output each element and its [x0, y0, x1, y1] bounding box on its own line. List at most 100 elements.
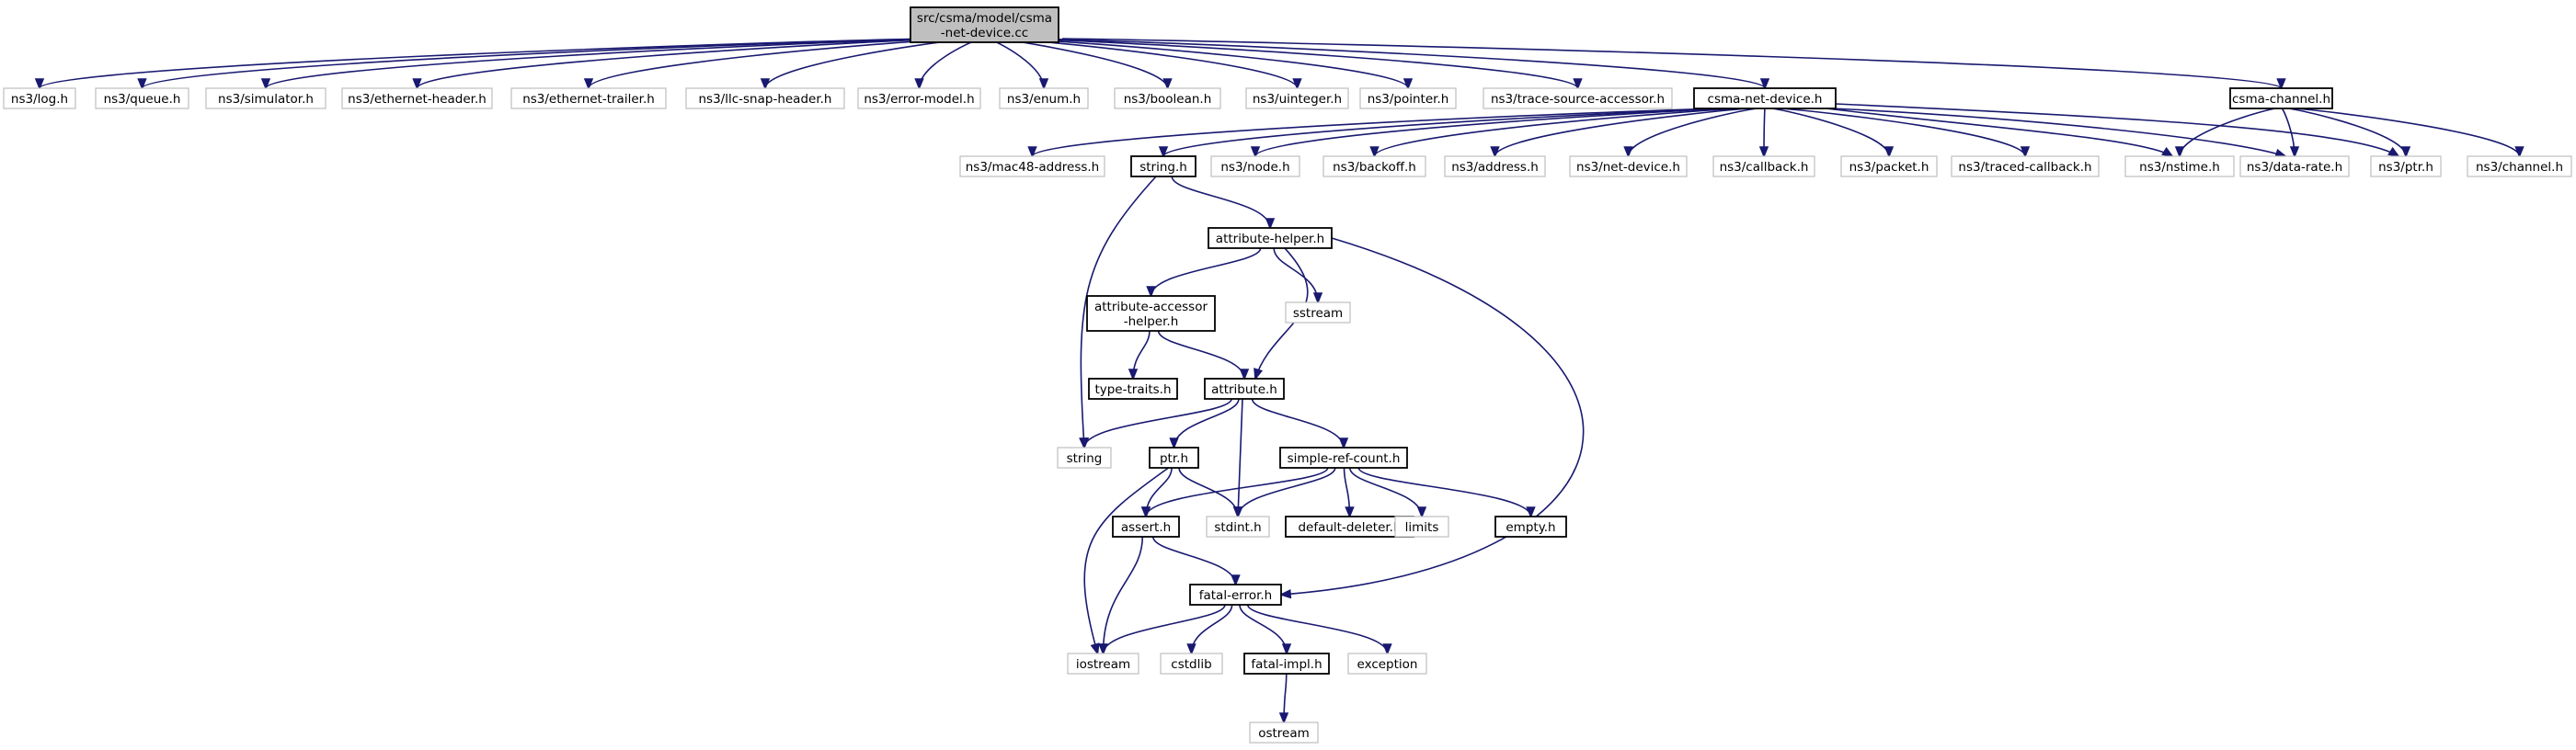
node-csmach[interactable]: csma-channel.h — [2229, 87, 2333, 109]
node-typetraits[interactable]: type-traits.h — [1088, 378, 1178, 400]
node-label: attribute-helper.h — [1216, 232, 1324, 246]
node-label: fatal-impl.h — [1251, 657, 1322, 672]
arrowhead-srefcount-to-assert — [1140, 506, 1151, 519]
node-llc: ns3/llc-snap-header.h — [685, 87, 845, 109]
arrowhead-csmand-to-nstime — [2161, 146, 2174, 158]
edge-csmand-to-mac48 — [1031, 108, 1722, 157]
node-box — [1114, 87, 1221, 109]
edge-attribute-to-srefcount — [1251, 398, 1345, 449]
arrowhead-attribute-to-ptrh — [1169, 438, 1179, 450]
node-nstime: ns3/nstime.h — [2124, 155, 2235, 177]
node-netdev: ns3/net-device.h — [1569, 155, 1688, 177]
node-attribute[interactable]: attribute.h — [1204, 378, 1285, 400]
arrowhead-attraccessor-to-typetraits — [1128, 369, 1139, 381]
node-label: ns3/ethernet-trailer.h — [522, 92, 655, 107]
node-ptrh[interactable]: ptr.h — [1149, 447, 1199, 469]
arrowhead-root-to-csmand — [1759, 78, 1770, 91]
node-box — [3, 87, 76, 109]
edge-ptrh-to-iostream — [1083, 467, 1169, 654]
node-limits: limits — [1394, 516, 1449, 538]
node-box — [1249, 722, 1319, 744]
node-box — [1088, 378, 1178, 400]
node-fatalerror[interactable]: fatal-error.h — [1189, 584, 1282, 606]
node-defdeleter[interactable]: default-deleter.h — [1285, 516, 1414, 538]
nodes-layer: src/csma/model/csma-net-device.ccns3/log… — [3, 6, 2572, 744]
node-box — [1112, 516, 1180, 538]
node-errmodel: ns3/error-model.h — [857, 87, 981, 109]
node-label: string.h — [1139, 160, 1187, 175]
arrowhead-attribute-to-srefcount — [1338, 438, 1349, 450]
arrowhead-csmand-to-packet — [1883, 146, 1895, 159]
edge-fatalerror-to-exception — [1246, 604, 1389, 654]
node-tsa: ns3/trace-source-accessor.h — [1483, 87, 1673, 109]
node-box — [1359, 87, 1457, 109]
node-box — [1693, 87, 1837, 109]
arrowhead-root-to-llc — [760, 78, 771, 91]
arrowhead-attraccessor-to-attribute — [1239, 369, 1250, 381]
node-label: -net-device.cc — [941, 26, 1028, 40]
node-label: ns3/boolean.h — [1124, 92, 1212, 107]
node-box — [857, 87, 981, 109]
edge-assert-to-iostream — [1102, 536, 1144, 654]
node-label: ns3/backoff.h — [1333, 160, 1416, 175]
node-backoff: ns3/backoff.h — [1322, 155, 1426, 177]
edge-csmach-to-ptr3 — [2288, 108, 2407, 157]
node-box — [999, 87, 1089, 109]
node-stringh[interactable]: string.h — [1130, 155, 1196, 177]
node-ethhdr: ns3/ethernet-header.h — [341, 87, 493, 109]
node-packet: ns3/packet.h — [1840, 155, 1938, 177]
arrowhead-assert-to-fatalerror — [1231, 574, 1241, 587]
node-box — [2229, 87, 2333, 109]
node-boolean: ns3/boolean.h — [1114, 87, 1221, 109]
node-iostream: iostream — [1067, 653, 1139, 675]
edge-csmand-to-packet — [1771, 108, 1890, 157]
node-box — [1279, 447, 1408, 469]
node-label: ns3/enum.h — [1007, 92, 1081, 107]
edge-csmach-to-channel — [2295, 108, 2521, 157]
node-box — [205, 87, 326, 109]
node-assert[interactable]: assert.h — [1112, 516, 1180, 538]
arrowhead-attrhelper-to-sstream — [1312, 292, 1323, 305]
edge-stringh-to-attrhelper — [1171, 176, 1271, 229]
arrowhead-srefcount-to-limits — [1416, 506, 1427, 519]
arrowhead-root-to-pointer — [1402, 78, 1414, 91]
node-box — [685, 87, 845, 109]
node-label: string — [1067, 451, 1103, 466]
node-label: attribute-accessor — [1094, 300, 1208, 314]
node-label: stdint.h — [1214, 520, 1261, 535]
node-label: ns3/nstime.h — [2139, 160, 2220, 175]
node-fatalimpl[interactable]: fatal-impl.h — [1243, 653, 1330, 675]
node-label: ptr.h — [1160, 451, 1188, 466]
node-label: ns3/uinteger.h — [1253, 92, 1342, 107]
node-attrhelper[interactable]: attribute-helper.h — [1208, 227, 1333, 249]
edge-fatalerror-to-iostream — [1102, 604, 1226, 654]
node-csmand[interactable]: csma-net-device.h — [1693, 87, 1837, 109]
arrowhead-csmach-to-nstime — [2174, 146, 2185, 159]
edge-ptrh-to-stdint — [1178, 467, 1239, 517]
node-attraccessor[interactable]: attribute-accessor-helper.h — [1086, 295, 1216, 332]
edge-attribute-to-string — [1083, 398, 1232, 449]
arrowhead-root-to-boolean — [1162, 78, 1173, 91]
node-empty[interactable]: empty.h — [1494, 516, 1567, 538]
node-srefcount[interactable]: simple-ref-count.h — [1279, 447, 1408, 469]
edge-root-to-csmach — [1062, 38, 2283, 89]
node-label: attribute.h — [1211, 382, 1277, 397]
arrowhead-csmand-to-node — [1250, 146, 1261, 159]
node-box — [1057, 447, 1112, 469]
node-cstdlib: cstdlib — [1160, 653, 1223, 675]
edge-csmand-to-backoff — [1373, 108, 1742, 157]
node-box — [1208, 227, 1333, 249]
node-box — [1394, 516, 1449, 538]
arrowhead-attrhelper-to-fatalerror — [1278, 589, 1292, 599]
node-label: ns3/queue.h — [104, 92, 181, 107]
arrowhead-fatalerror-to-fatalimpl — [1281, 643, 1292, 656]
edge-root-to-queue — [141, 38, 934, 89]
node-pointer: ns3/pointer.h — [1359, 87, 1457, 109]
arrowhead-csmand-to-tracedcb — [2020, 146, 2031, 159]
node-root[interactable]: src/csma/model/csma-net-device.cc — [910, 6, 1059, 43]
node-box — [1160, 653, 1223, 675]
edge-srefcount-to-stdint — [1237, 467, 1336, 517]
edge-csmand-to-address — [1494, 108, 1749, 157]
node-label: sstream — [1293, 306, 1343, 321]
